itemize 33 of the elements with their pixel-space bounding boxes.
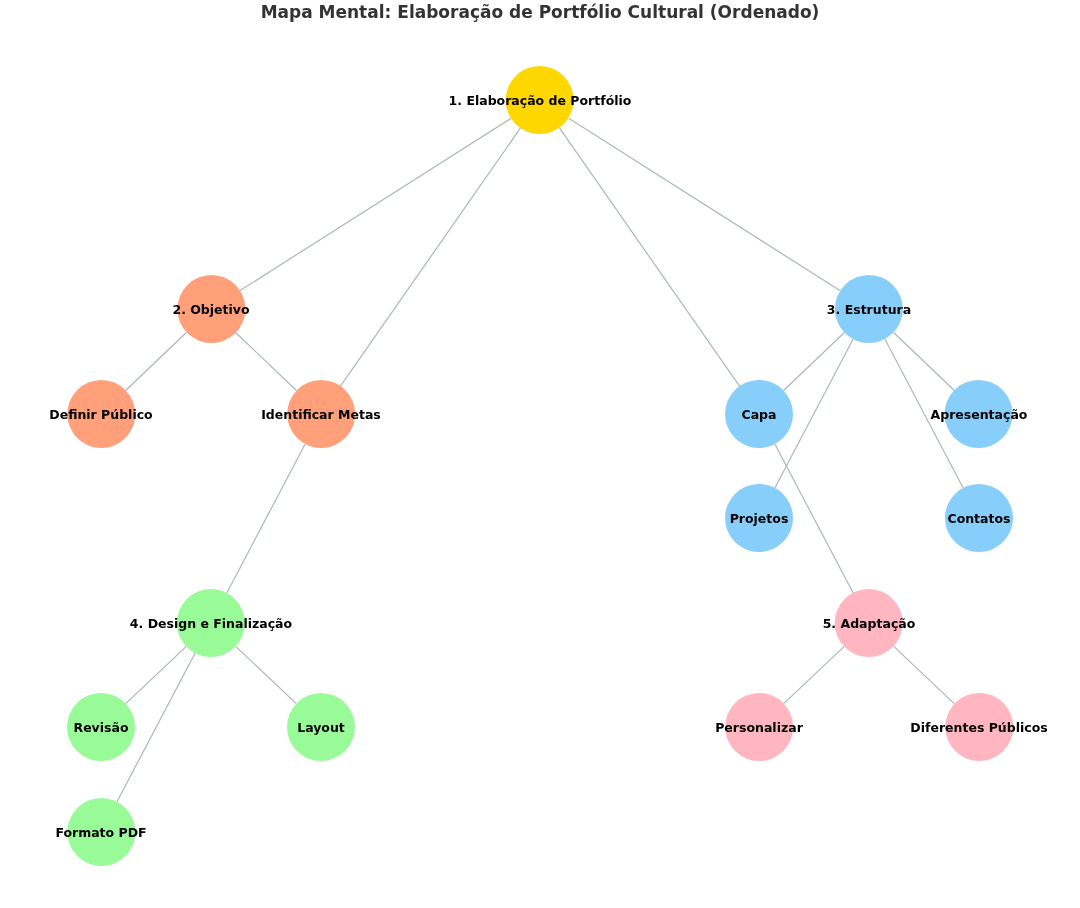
node-label: Personalizar — [715, 719, 803, 735]
diagram-title: Mapa Mental: Elaboração de Portfólio Cultural (Ordenado) — [259, 2, 821, 22]
connector-line — [774, 338, 854, 489]
connector-line — [235, 645, 297, 705]
node-label: Definir Público — [49, 406, 153, 422]
connector-line — [774, 443, 854, 594]
connector-line — [893, 645, 955, 705]
node-label: Layout — [297, 719, 345, 735]
connector-line — [116, 652, 196, 803]
connector-line — [558, 127, 741, 387]
node-label: 2. Objetivo — [172, 301, 250, 317]
connector-line — [568, 117, 841, 292]
node-label: Projetos — [729, 510, 789, 526]
connector-line — [125, 645, 187, 705]
node-label: Revisão — [73, 719, 129, 735]
node-label: Apresentação — [930, 406, 1028, 422]
connector-line — [783, 645, 845, 705]
connector-line — [893, 331, 955, 392]
connector-line — [783, 331, 845, 392]
node-label: Identificar Metas — [261, 406, 381, 422]
node-label: 4. Design e Finalização — [129, 615, 293, 631]
node-label: Formato PDF — [55, 824, 147, 840]
connector-line — [125, 331, 187, 392]
connector-line — [226, 443, 306, 594]
node-label: 5. Adaptação — [822, 615, 916, 631]
node-label: Contatos — [947, 510, 1011, 526]
connector-line — [235, 331, 297, 392]
node-label: Capa — [741, 406, 777, 422]
node-label: Diferentes Públicos — [910, 719, 1048, 735]
connector-line — [239, 117, 512, 292]
node-label: 3. Estrutura — [826, 301, 912, 317]
connector-line — [339, 127, 522, 387]
connector-line — [884, 338, 964, 489]
